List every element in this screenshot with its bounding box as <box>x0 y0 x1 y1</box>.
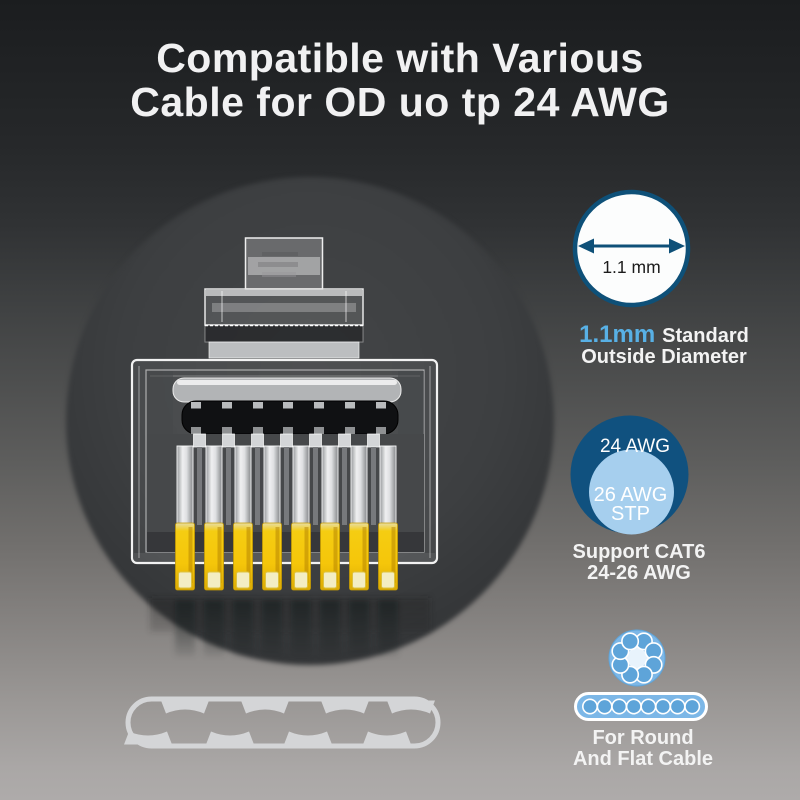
cable-gripper-illustration <box>124 696 441 749</box>
pin-instance <box>349 445 369 591</box>
refl-instance <box>204 600 224 658</box>
diameter-caption-highlight: 1.1mm <box>579 321 656 348</box>
page-title: Compatible with Various Cable for OD uo … <box>0 36 800 124</box>
diameter-caption: 1.1mm Standard Outside Diameter <box>579 321 749 368</box>
refl-instance <box>349 600 369 658</box>
page-title-line1: Compatible with Various <box>156 35 644 81</box>
pin-instance <box>320 445 340 591</box>
refl-instance <box>320 600 340 658</box>
diameter-caption-rest: Standard <box>662 325 749 347</box>
awg-inner-label-line1: 26 AWG <box>594 484 668 506</box>
pin-instance <box>204 445 224 591</box>
pin-instance <box>175 445 195 591</box>
cable-caption-line1: For Round <box>592 727 694 749</box>
awg-inner-label-line2: STP <box>611 503 650 525</box>
pin-instance <box>378 445 398 591</box>
pin-instance <box>233 445 253 591</box>
flat-cable-strands <box>582 698 701 715</box>
arrow-right-head <box>669 238 685 254</box>
awg-outer-label: 24 AWG <box>600 436 670 457</box>
load-bar <box>172 377 402 403</box>
locking-tab <box>204 237 364 359</box>
refl-instance <box>262 600 282 658</box>
diameter-circle-icon: 1.1 mm <box>572 189 691 308</box>
cable-caption-line2: And Flat Cable <box>572 748 714 770</box>
page-title-line2: Cable for OD uo tp 24 AWG <box>130 79 670 125</box>
awg-caption: Support CAT6 24-26 AWG <box>573 542 706 584</box>
pin-instance <box>262 445 282 591</box>
awg-range-icon: 24 AWG 26 AWG STP <box>570 415 689 535</box>
pin-slot <box>181 400 399 435</box>
arrow-left-head <box>578 238 594 254</box>
round-cable-icon <box>608 629 666 687</box>
flat-cable-icon <box>574 692 708 721</box>
refl-instance <box>378 600 398 658</box>
awg-caption-line2: 24-26 AWG <box>587 562 691 584</box>
refl-instance <box>233 600 253 658</box>
refl-instance <box>291 600 311 658</box>
connector-reflection <box>150 598 430 658</box>
diameter-caption-line2: Outside Diameter <box>581 346 747 368</box>
cable-caption: For Round And Flat Cable <box>573 728 713 770</box>
diameter-value-label: 1.1 mm <box>602 257 660 277</box>
awg-caption-line1: Support CAT6 <box>572 541 706 563</box>
round-cable-strands <box>611 632 663 684</box>
refl-instance <box>175 600 195 658</box>
pin-instance <box>291 445 311 591</box>
